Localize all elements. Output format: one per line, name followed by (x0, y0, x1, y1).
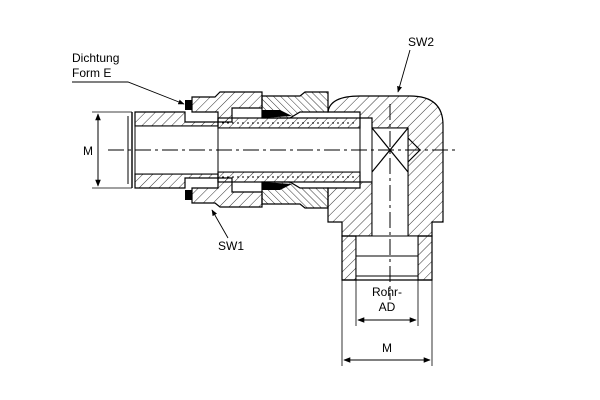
dimension-m-bottom: M (341, 280, 433, 366)
leader-sw1: SW1 (211, 209, 244, 253)
label-m-bottom: M (382, 341, 392, 355)
label-pipe-od-line2: AD (379, 300, 396, 314)
label-sw2: SW2 (408, 35, 434, 49)
dimension-pipe-od: Rohr- AD (355, 280, 419, 326)
label-seal-line2: Form E (72, 66, 111, 80)
label-pipe-od-line1: Rohr- (372, 285, 402, 299)
leader-seal: Dichtung Form E (72, 51, 185, 105)
lower-port (341, 235, 433, 281)
label-seal-line1: Dichtung (72, 51, 119, 65)
fitting-body (191, 91, 263, 208)
center-lines (108, 104, 458, 300)
label-sw1: SW1 (218, 239, 244, 253)
leader-sw2: SW2 (397, 35, 434, 93)
union-nut (261, 91, 329, 209)
seal-ring (185, 100, 192, 200)
label-m-left: M (83, 144, 93, 158)
dimension-m-left: M (83, 111, 132, 189)
